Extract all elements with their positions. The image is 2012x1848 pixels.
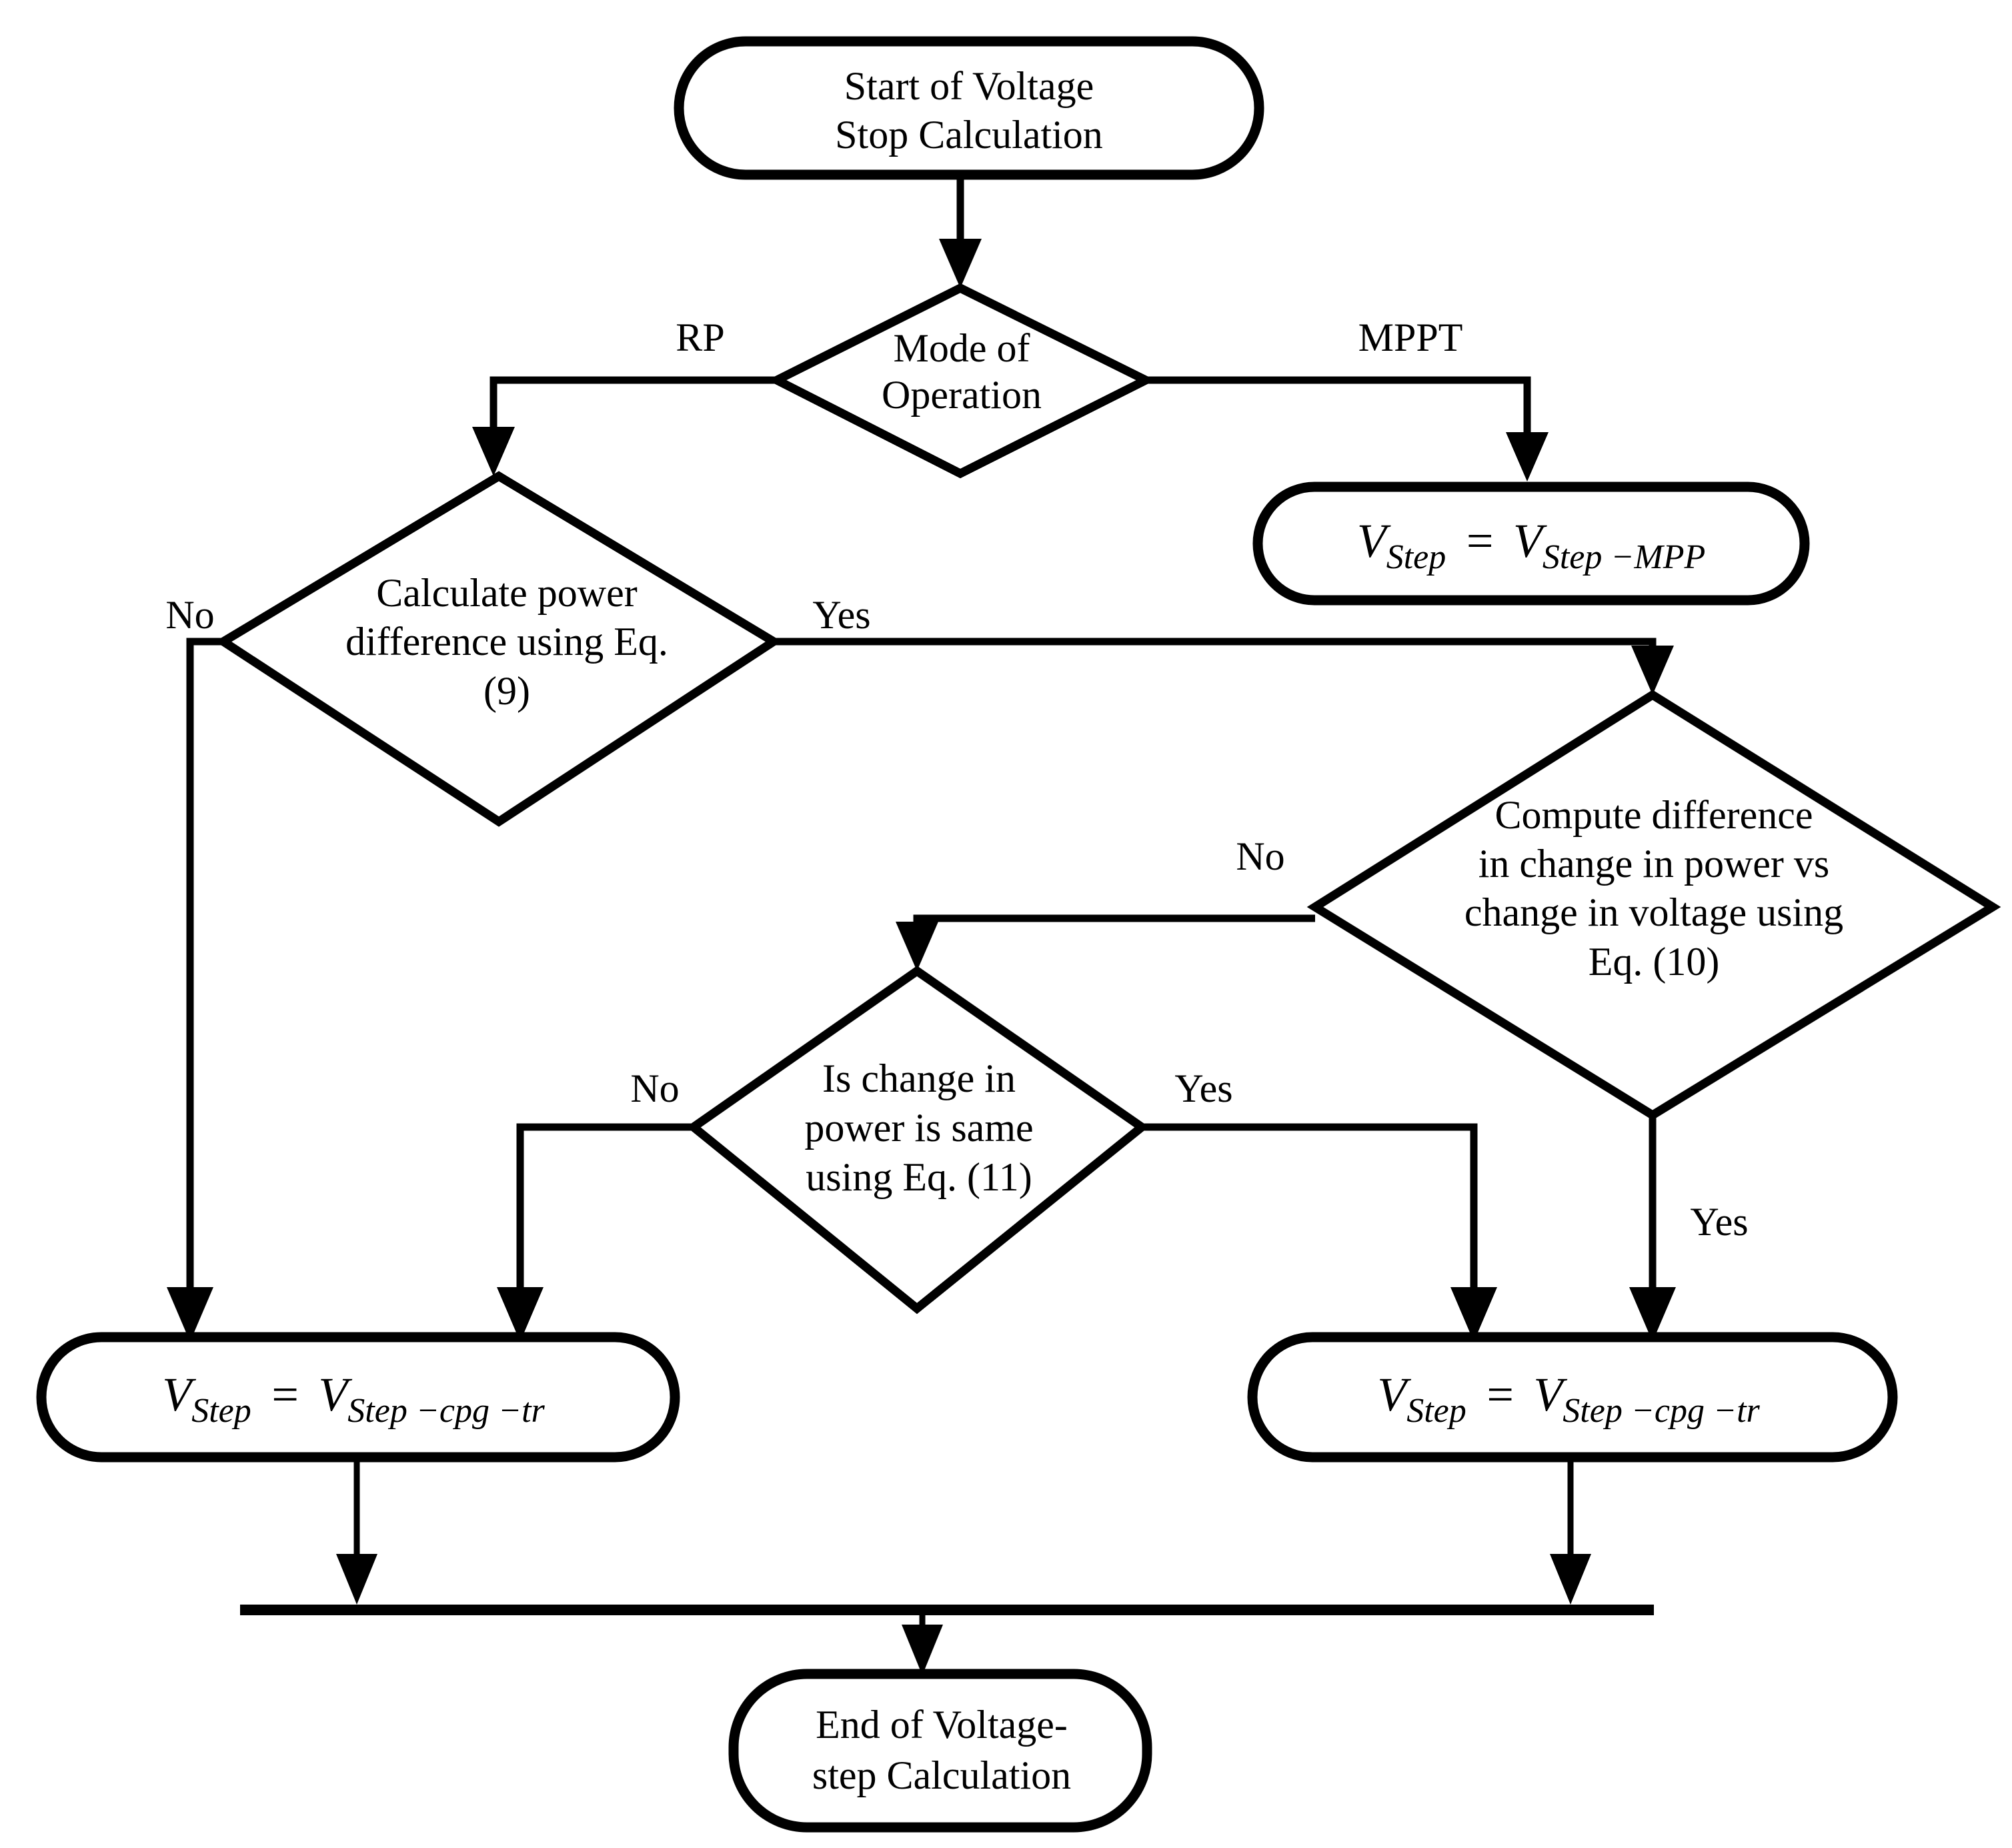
vstep-mpp-rhs-sub: Step −MPP (1543, 538, 1705, 576)
edge-label-mppt: MPPT (1358, 315, 1463, 359)
node-start[interactable]: Start of Voltage Stop Calculation (674, 36, 1264, 180)
mode-line1: Mode of (894, 326, 1030, 370)
edge-mode-rp (489, 376, 777, 448)
node-end[interactable]: End of Voltage- step Calculation (728, 1669, 1152, 1833)
arrow-same-no (497, 1287, 544, 1342)
calc-line2: difference using Eq. (345, 620, 668, 664)
vstep-right-var: V (1377, 1368, 1411, 1421)
same-line2: power is same (804, 1106, 1033, 1150)
arrow-right-box-to-merge (1550, 1554, 1591, 1605)
vstep-mpp-var-sub: Step (1386, 538, 1446, 576)
vstep-left-rhs: V (318, 1368, 352, 1421)
compute-line1: Compute difference (1494, 793, 1813, 837)
edge-label-compute-yes: Yes (1690, 1200, 1748, 1244)
compute-line2: in change in power vs (1478, 842, 1830, 886)
node-is-change-same[interactable]: Is change in power is same using Eq. (11… (686, 966, 1149, 1314)
arrow-left-box-to-merge (336, 1554, 377, 1605)
edge-same-yes (1142, 1123, 1478, 1310)
node-vstep-mpp[interactable]: VStep=VStep −MPP (1252, 482, 1810, 606)
arrow-calc-yes (1631, 646, 1674, 695)
vstep-left-eq: = (269, 1368, 301, 1421)
arrow-compute-yes (1629, 1287, 1676, 1342)
same-line3: using Eq. (11) (806, 1155, 1032, 1199)
edge-same-no (516, 1123, 694, 1310)
edge-label-rp: RP (676, 315, 724, 359)
mode-line2: Operation (882, 373, 1042, 417)
arrow-calc-no (167, 1287, 213, 1342)
vstep-left-formula: VStep=VStep −cpg −tr (162, 1368, 545, 1430)
end-shape (728, 1669, 1152, 1833)
edge-calc-yes (774, 638, 1657, 667)
same-decision-shape (686, 966, 1149, 1314)
node-compute-difference[interactable]: Compute difference in change in power vs… (1306, 690, 2001, 1120)
edge-label-same-yes: Yes (1174, 1066, 1232, 1110)
calc-line1: Calculate power (376, 571, 638, 615)
compute-decision-shape (1306, 690, 2001, 1120)
calc-line3: (9) (483, 669, 530, 713)
arrow-mode-rp (472, 427, 515, 476)
vstep-mpp-eq: = (1463, 514, 1496, 568)
start-shape (674, 36, 1264, 180)
node-vstep-cpg-tr-right[interactable]: VStep=VStep −cpg −tr (1247, 1332, 1898, 1463)
vstep-right-rhs: V (1533, 1368, 1567, 1421)
start-line1: Start of Voltage (844, 64, 1094, 108)
edge-calc-no (186, 638, 223, 1310)
vstep-mpp-formula: VStep=VStep −MPP (1357, 514, 1706, 576)
end-line2: step Calculation (812, 1753, 1071, 1797)
edge-label-same-no: No (630, 1066, 679, 1110)
vstep-right-formula: VStep=VStep −cpg −tr (1377, 1368, 1760, 1430)
vstep-mpp-var: V (1357, 514, 1391, 568)
compute-line4: Eq. (10) (1589, 940, 1720, 984)
arrow-compute-no (896, 922, 938, 971)
vstep-mpp-shape (1252, 482, 1810, 606)
calc-decision-shape (215, 471, 782, 827)
node-mode-of-operation[interactable]: Mode of Operation (767, 283, 1156, 479)
vstep-right-var-sub: Step (1406, 1392, 1466, 1430)
arrow-mode-mppt (1506, 432, 1549, 482)
arrow-start-to-mode (939, 239, 982, 288)
vstep-left-rhs-sub: Step −cpg −tr (347, 1392, 545, 1430)
edge-compute-no (913, 914, 1315, 942)
vstep-mpp-rhs: V (1513, 514, 1547, 568)
vstep-left-var-sub: Step (191, 1392, 251, 1430)
vstep-left-var: V (162, 1368, 196, 1421)
arrow-merge-to-end (902, 1625, 943, 1675)
start-line2: Stop Calculation (835, 113, 1103, 157)
node-vstep-cpg-tr-left[interactable]: VStep=VStep −cpg −tr (36, 1332, 680, 1463)
vstep-right-shape (1247, 1332, 1898, 1463)
node-calculate-power-difference[interactable]: Calculate power difference using Eq. (9) (215, 471, 782, 827)
vstep-right-rhs-sub: Step −cpg −tr (1563, 1392, 1760, 1430)
edge-label-compute-no: No (1236, 834, 1284, 878)
arrow-same-yes (1450, 1287, 1497, 1342)
edge-mode-mppt (1146, 376, 1531, 453)
same-line1: Is change in (822, 1056, 1016, 1100)
vstep-right-eq: = (1484, 1368, 1517, 1421)
edge-label-calc-no: No (165, 593, 214, 637)
vstep-left-shape (36, 1332, 680, 1463)
mode-decision-shape (767, 283, 1156, 479)
edge-label-calc-yes: Yes (812, 593, 870, 637)
end-line1: End of Voltage- (816, 1703, 1068, 1747)
compute-line3: change in voltage using (1464, 890, 1843, 934)
